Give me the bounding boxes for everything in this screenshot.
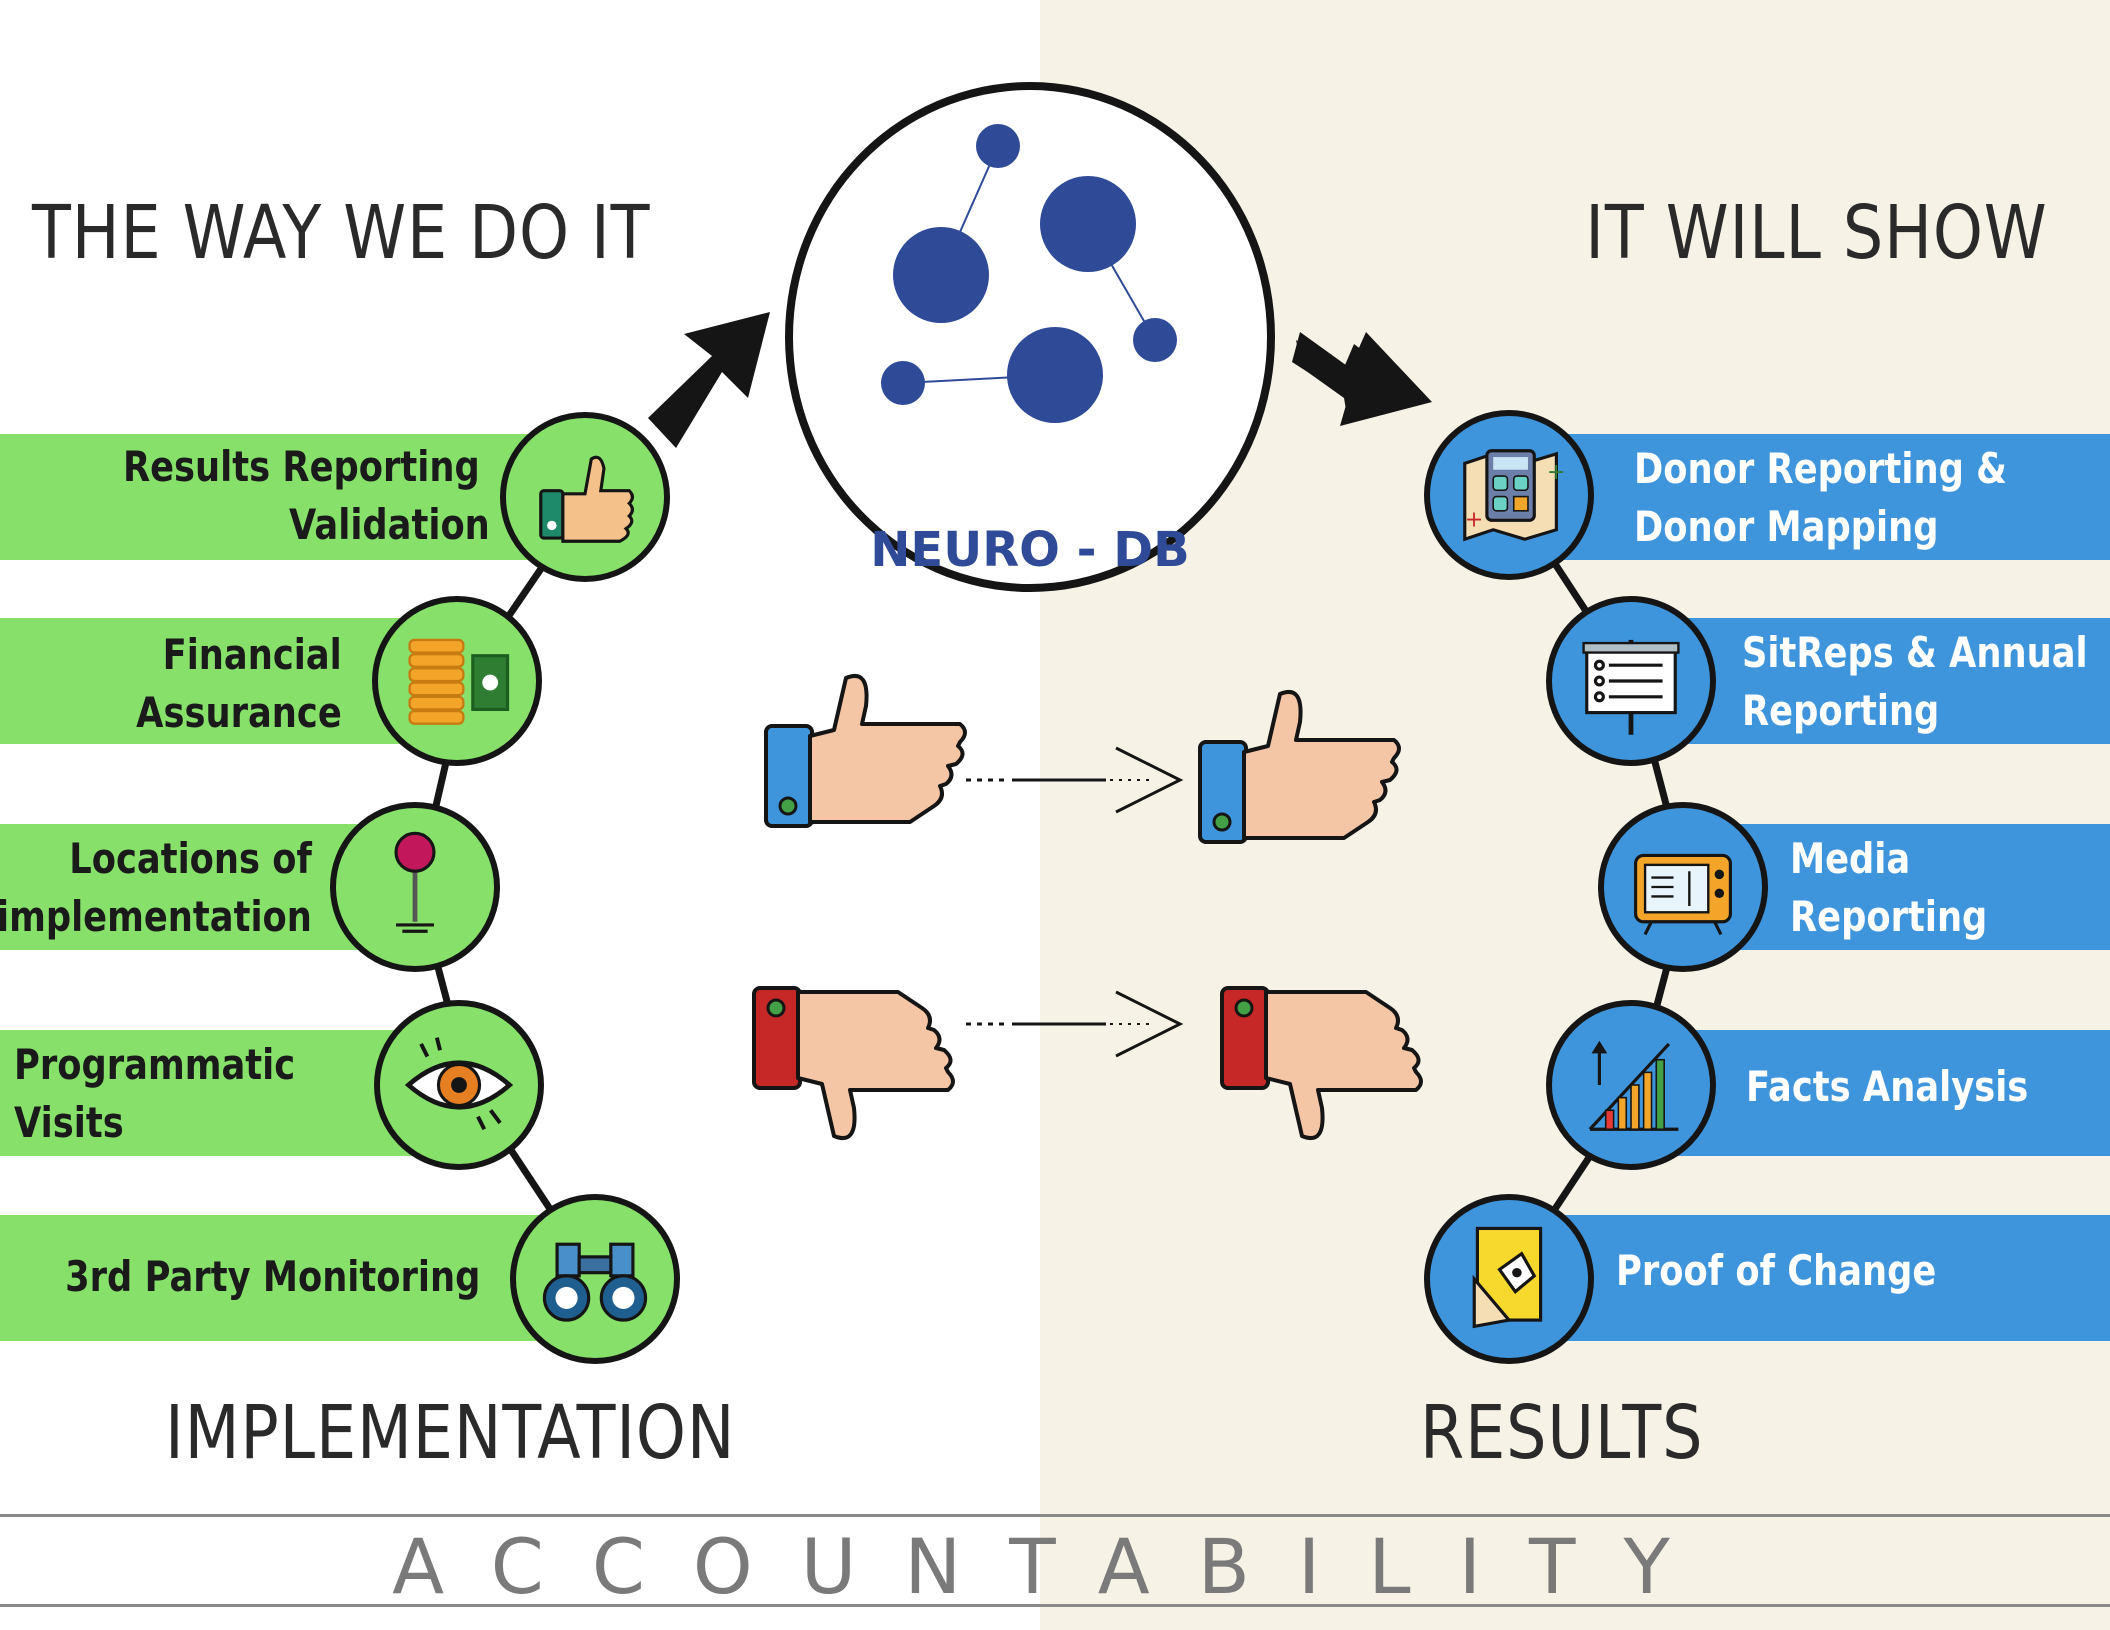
implementation-label-3: Locations of implementation [0,830,312,946]
arrow-to-hub-icon [648,312,770,448]
hub-title: NEURO - DB [870,522,1190,578]
implementation-bar-5 [0,1215,540,1341]
results-bar-4 [1650,1030,2110,1156]
implementation-step-1-node [500,412,670,582]
implementation-bar-2 [0,618,420,744]
svg-text:+: + [1547,459,1566,485]
implementation-bar-1 [0,434,540,560]
results-step-5-node [1424,1194,1594,1364]
arrow-from-hub-icon [1292,332,1432,426]
implementation-label-1-line1: Results Reporting [123,442,480,491]
thumbs-down-transition-arrow [966,990,1184,1058]
binoculars-icon [542,1242,648,1322]
results-step-4-node [1546,1000,1716,1170]
thumbs-up-icon [539,455,634,543]
thumbs-up-left-icon [764,674,967,828]
coins-icon [408,638,510,725]
implementation-label-2-line1: Financial [162,630,342,679]
presentation-board-icon [1582,639,1680,735]
implementation-label-4-line1: Programmatic [14,1040,296,1089]
eye-icon [404,1037,514,1131]
results-bar-1 [1530,434,2110,560]
implementation-label-1-line2: Validation [289,500,491,549]
results-label-2-line2: Reporting [1742,686,1940,735]
implementation-label-4-line2: Visits [14,1098,124,1147]
molecule-icon [881,124,1177,423]
implementation-label-1: Results Reporting Validation [123,438,490,554]
heading-it-will-show: IT WILL SHOW [1585,190,2048,276]
thumbs-down-right-icon [1220,986,1423,1140]
footer-rule-top [0,1514,2110,1517]
calculator-map-icon: + + [1463,449,1566,542]
results-label-3-line2: Reporting [1790,892,1988,941]
results-label-5-line1: Proof of Change [1616,1246,1937,1295]
results-label-5: Proof of Change [1616,1242,1936,1300]
implementation-label-2-line2: Assurance [136,688,342,737]
heading-results: RESULTS [1420,1390,1704,1476]
tv-icon [1634,853,1732,936]
results-label-1-line1: Donor Reporting & [1634,444,2007,493]
results-label-2: SitReps & Annual Reporting [1742,624,2088,740]
thumbs-down-left-icon [752,986,955,1140]
heading-the-way-we-do-it: THE WAY WE DO IT [32,190,651,276]
results-label-2-line1: SitReps & Annual [1742,628,2088,677]
results-bar-5 [1530,1215,2110,1341]
implementation-bar-3 [0,824,380,950]
implementation-bar-4 [0,1030,420,1156]
results-step-1-node: + + [1424,410,1594,580]
implementation-step-4-node [374,1000,544,1170]
results-label-1: Donor Reporting & Donor Mapping [1634,440,2007,556]
neuro-db-hub: NEURO - DB [785,82,1275,592]
bar-chart-icon [1588,1040,1679,1131]
results-label-4: Facts Analysis [1746,1058,2028,1116]
results-label-1-line2: Donor Mapping [1634,502,1939,551]
implementation-label-5: 3rd Party Monitoring [65,1248,480,1306]
results-label-3-line1: Media [1790,834,1911,883]
implementation-step-2-node [372,596,542,766]
implementation-step-5-node [510,1194,680,1364]
thumbs-up-transition-arrow [966,746,1184,814]
document-pen-icon [1472,1226,1543,1329]
implementation-label-3-line2: implementation [0,892,312,941]
thumbs-up-right-icon [1198,690,1401,844]
heading-implementation: IMPLEMENTATION [165,1390,736,1476]
implementation-step-3-node [330,802,500,972]
results-label-3: Media Reporting [1790,830,1987,946]
results-label-4-line1: Facts Analysis [1746,1062,2029,1111]
map-pin-icon [394,831,436,933]
results-step-2-node [1546,596,1716,766]
implementation-label-2: Financial Assurance [136,626,342,742]
implementation-label-5-line1: 3rd Party Monitoring [64,1252,480,1301]
results-step-3-node [1598,802,1768,972]
svg-text:+: + [1465,507,1484,533]
implementation-label-3-line1: Locations of [69,834,312,883]
footer-rule-bottom [0,1604,2110,1607]
implementation-label-4: Programmatic Visits [14,1036,295,1152]
accountability-banner: ACCOUNTABILITY [392,1522,1718,1611]
results-bar-2 [1650,618,2110,744]
